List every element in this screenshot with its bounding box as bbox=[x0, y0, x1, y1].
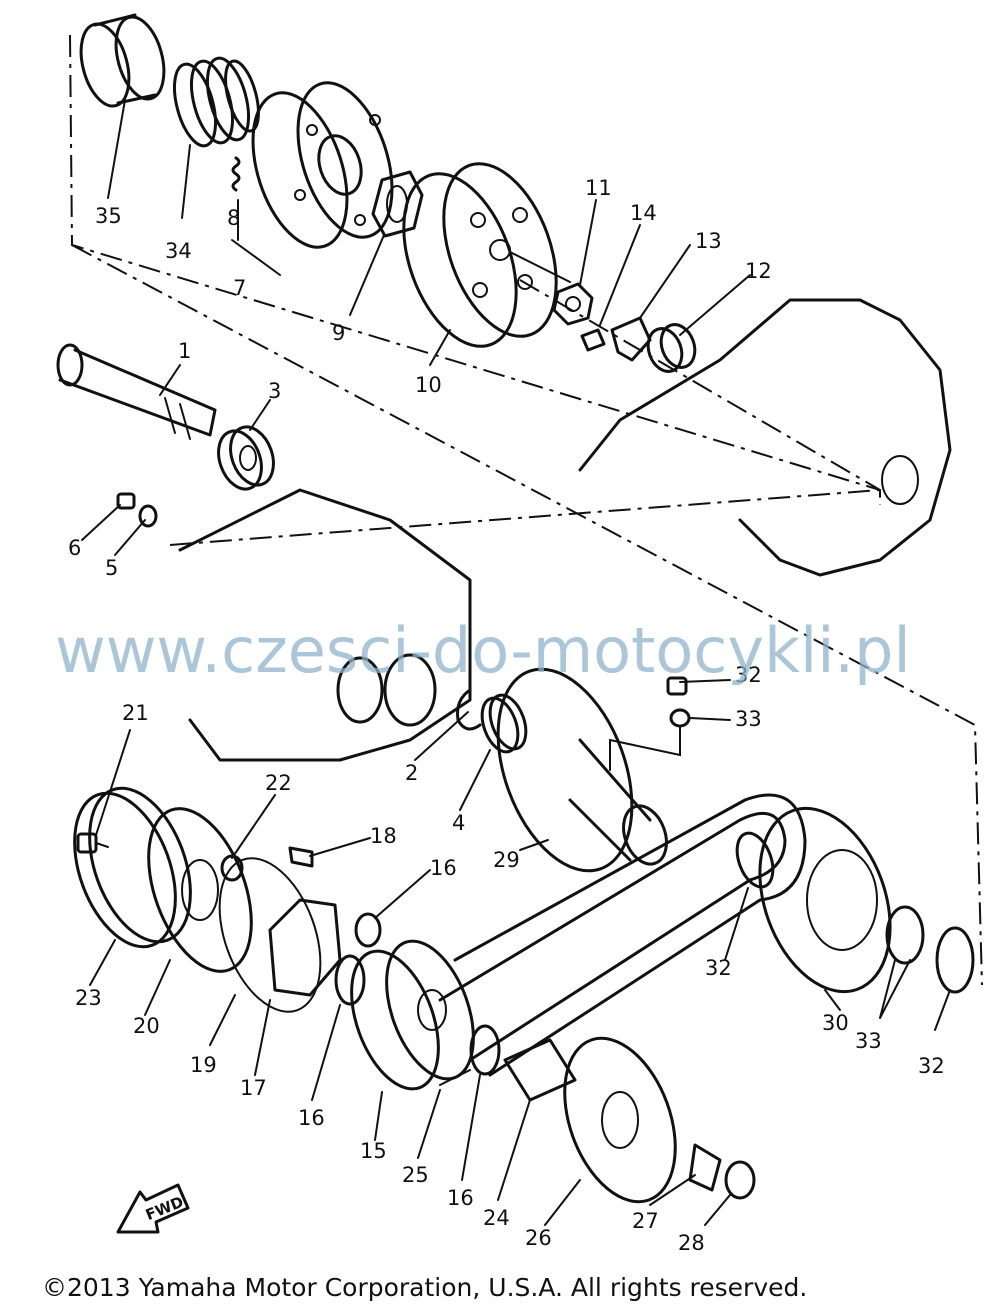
part-32-collar-lower bbox=[935, 926, 975, 994]
callout-32-lower: 32 bbox=[918, 1054, 945, 1078]
part-31-secondary-sheave bbox=[758, 806, 892, 994]
leader-lines bbox=[81, 99, 951, 1226]
callout-23: 22 bbox=[265, 771, 292, 795]
callout-14: 14 bbox=[630, 201, 657, 225]
part-7-clutch-carrier bbox=[251, 81, 394, 249]
callout-1: 1 bbox=[178, 339, 191, 363]
callout-32-upper: 32 bbox=[705, 956, 732, 980]
v-belt bbox=[438, 811, 787, 1062]
part-23-roller bbox=[220, 854, 244, 882]
callout-2: 2 bbox=[405, 761, 418, 785]
callout-16-right: 16 bbox=[447, 1186, 474, 1210]
part-35-washer bbox=[669, 708, 691, 728]
parts-11-14-13-12 bbox=[552, 282, 697, 373]
copyright-notice: ©2013 Yamaha Motor Corporation, U.S.A. A… bbox=[42, 1273, 807, 1302]
part-17-weight bbox=[354, 912, 382, 948]
part-27-fan bbox=[563, 1036, 677, 1204]
part-18-cam bbox=[268, 898, 342, 997]
part-29-nut bbox=[724, 1160, 756, 1200]
parts-6-5 bbox=[116, 492, 158, 528]
callout-7: 7 bbox=[233, 276, 246, 300]
callout-10: 10 bbox=[415, 373, 442, 397]
callout-8: 8 bbox=[227, 206, 240, 230]
part-34-bolt bbox=[666, 676, 688, 696]
callout-3: 3 bbox=[268, 379, 281, 403]
callout-19: 18 bbox=[370, 824, 397, 848]
callout-4: 4 bbox=[452, 811, 465, 835]
part-16-seal-left bbox=[334, 954, 366, 1006]
watermark: www.czesci-do-motocykli.pl bbox=[55, 614, 911, 687]
reference-lines bbox=[69, 34, 983, 986]
part-10-clutch-drum bbox=[402, 162, 571, 348]
part-3-bearing bbox=[217, 429, 263, 491]
callout-26: 25 bbox=[402, 1163, 429, 1187]
part-28-plate bbox=[688, 1143, 722, 1192]
part-36-spring bbox=[172, 56, 260, 148]
part-30-fixed-sheave bbox=[496, 667, 668, 873]
callout-29: 28 bbox=[678, 1231, 705, 1255]
part-4-oil-seal bbox=[480, 696, 520, 754]
callout-21: 20 bbox=[133, 1014, 160, 1038]
part-37-housing bbox=[79, 13, 166, 108]
part-26-pin bbox=[439, 1069, 471, 1086]
callout-9: 9 bbox=[332, 321, 345, 345]
parts-24-21-20 bbox=[73, 786, 322, 1013]
callout-35: 33 bbox=[735, 707, 762, 731]
callout-15: 15 bbox=[360, 1139, 387, 1163]
part-33-ring bbox=[885, 905, 925, 965]
callout-labels: 35 34 8 7 9 10 11 14 13 12 1 3 6 5 21 22… bbox=[68, 176, 945, 1255]
callout-22: 21 bbox=[122, 701, 149, 725]
callout-20: 19 bbox=[190, 1053, 217, 1077]
callout-31: 30 bbox=[822, 1011, 849, 1035]
part-1-shaft bbox=[56, 343, 217, 440]
callout-6: 6 bbox=[68, 536, 81, 560]
callout-28: 27 bbox=[632, 1209, 659, 1233]
callout-17: 16 bbox=[430, 856, 457, 880]
part-32-collar-upper bbox=[735, 831, 775, 889]
crankcase-cover bbox=[578, 298, 952, 577]
part-8-small-spring bbox=[231, 156, 241, 192]
callout-18: 17 bbox=[240, 1076, 267, 1100]
callout-11: 11 bbox=[585, 176, 612, 200]
part-16-seal-right bbox=[469, 1024, 501, 1076]
transmission-case bbox=[178, 488, 472, 762]
part-9-nut bbox=[371, 170, 424, 238]
callout-37: 35 bbox=[95, 204, 122, 228]
callout-30: 29 bbox=[493, 848, 520, 872]
callout-24: 23 bbox=[75, 986, 102, 1010]
fwd-arrow: FWD bbox=[116, 1183, 190, 1234]
part-25-collar bbox=[503, 1038, 577, 1102]
part-22-bolt bbox=[76, 832, 98, 854]
callout-5: 5 bbox=[105, 556, 118, 580]
callout-34: 32 bbox=[735, 663, 762, 687]
callout-36: 34 bbox=[165, 239, 192, 263]
callout-33: 33 bbox=[855, 1029, 882, 1053]
callout-12: 12 bbox=[745, 259, 772, 283]
callout-27: 26 bbox=[525, 1226, 552, 1250]
callout-13: 13 bbox=[695, 229, 722, 253]
callout-25: 24 bbox=[483, 1206, 510, 1230]
part-19-slider bbox=[288, 846, 314, 868]
callout-16-left: 16 bbox=[298, 1106, 325, 1130]
